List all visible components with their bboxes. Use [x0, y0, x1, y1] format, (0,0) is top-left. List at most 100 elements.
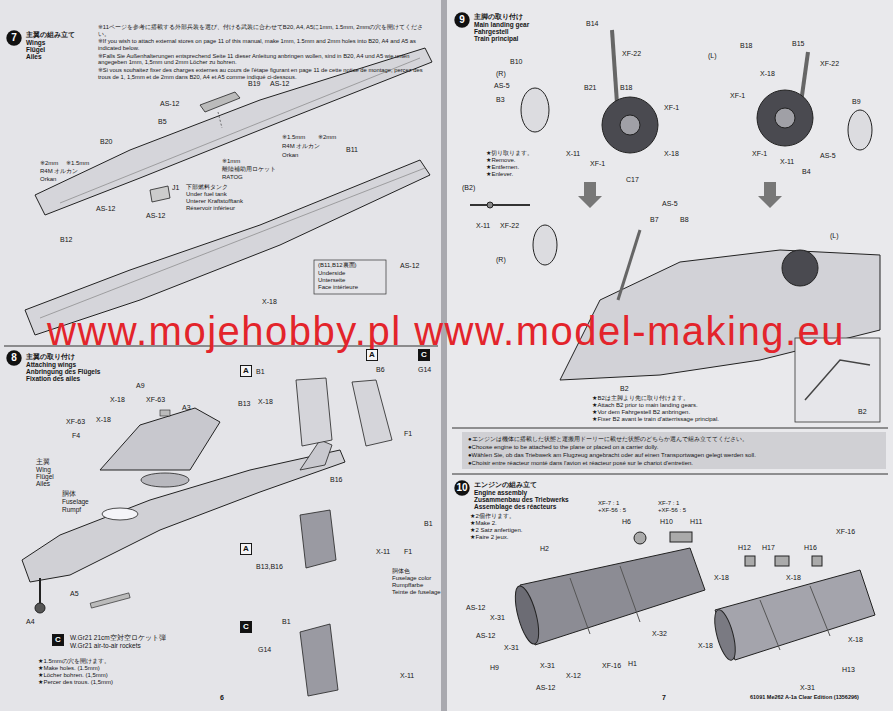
- part-label: B16: [330, 476, 342, 484]
- instruction-note: ●Choisir entre réacteur monté dans l'avi…: [468, 460, 883, 467]
- page-number: 61091 Me262 A-1a Clear Edition (1356296): [750, 694, 859, 700]
- panel-line: [40, 168, 425, 318]
- node-outline: [366, 349, 377, 360]
- instruction-note: ★Faire 2 jeux.: [470, 534, 508, 541]
- nose-gear: [39, 578, 41, 603]
- part-label: F1: [404, 548, 412, 556]
- inset-detail: [805, 360, 870, 400]
- assembly-line: [218, 112, 222, 128]
- instruction-note: ※If you wish to attach external stores o…: [98, 38, 433, 51]
- direction-arrow: [758, 182, 782, 208]
- view-key-letter: A: [243, 545, 249, 553]
- step-divider: [452, 474, 888, 475]
- engine-intake: [511, 584, 544, 647]
- small-part: [812, 556, 822, 566]
- direction-arrow: [578, 182, 602, 208]
- part-label: Flügel: [36, 473, 54, 480]
- page-number: 7: [662, 694, 666, 702]
- engine-body: [715, 570, 875, 660]
- small-part: [670, 532, 692, 542]
- part-label: XF-1: [730, 92, 745, 100]
- part-label: Teinte de fuselage: [392, 589, 441, 596]
- step-heading: Anbringung des Flügels: [26, 368, 100, 375]
- step-number-text: 9: [459, 15, 465, 25]
- small-part: [745, 556, 755, 566]
- node-outline: [6, 350, 21, 365]
- part-label: Unterer Kraftstofftank: [186, 198, 243, 205]
- part-label: H10: [660, 518, 673, 526]
- part-label: XF-16: [602, 662, 621, 670]
- small-part: [160, 410, 170, 416]
- instruction-note: ★2個作ります。: [470, 513, 515, 520]
- instruction-note: ★Attach B2 prior to main landing gears.: [592, 402, 698, 409]
- part-label: XF-7 : 1: [658, 500, 679, 507]
- instruction-note: ★Make 2.: [470, 520, 497, 527]
- instruction-note: ※Si vous souhaitez fixer des charges ext…: [98, 67, 433, 80]
- part-label: R4M オルカン: [40, 168, 78, 175]
- part-label: AS-12: [146, 212, 165, 220]
- part-label: H11: [690, 518, 702, 526]
- part-label: XF-63: [146, 396, 165, 404]
- rudder-part: [300, 510, 336, 568]
- part-label: B1: [424, 520, 433, 528]
- part-label: X-31: [540, 662, 555, 670]
- gear-door: [521, 88, 549, 132]
- node-outline: [418, 349, 429, 360]
- instruction-note: ★Fixer B2 avant le train d'atterrissage …: [592, 416, 719, 423]
- part-label: B18: [740, 42, 752, 50]
- part-label: B4: [802, 168, 811, 176]
- part-label: A4: [26, 618, 35, 626]
- view-key-box: C: [52, 634, 64, 646]
- part-label: (B2): [462, 184, 475, 192]
- engine-ring: [620, 566, 640, 622]
- part-label: XF-22: [500, 222, 519, 230]
- part-label: X-32: [652, 630, 667, 638]
- part-label: X-11: [566, 150, 580, 158]
- part-label: 胴体: [62, 490, 76, 497]
- engine-ring: [760, 600, 780, 650]
- part-b2: [470, 204, 530, 206]
- instruction-note: ●Wählen Sie, ob das Triebwerk am Flugzeu…: [468, 452, 883, 459]
- node-outline: [454, 12, 469, 27]
- step-number: 8: [6, 350, 22, 366]
- view-key-box: A: [240, 543, 252, 555]
- part-label: B5: [158, 118, 167, 126]
- part-label: B6: [376, 366, 385, 374]
- part-label: X-18: [258, 398, 273, 406]
- part-label: X-18: [262, 298, 277, 306]
- watermark: www.mojehobby.pl www.model-making.eu: [47, 311, 845, 351]
- part-label: X-18: [110, 396, 125, 404]
- instruction-note: ★1.5mmの穴を開けます。: [38, 658, 110, 665]
- part-label: B13,B16: [256, 563, 283, 571]
- gear-door: [533, 225, 557, 265]
- part-label: 主翼: [36, 458, 50, 465]
- part-label: H17: [762, 544, 775, 552]
- part-label: AS-12: [536, 684, 555, 692]
- part-label: (L): [708, 52, 717, 60]
- rocket-rack: [90, 593, 130, 608]
- left-page: [0, 0, 442, 711]
- part-label: X-11: [400, 672, 414, 680]
- part-label: X-18: [848, 636, 863, 644]
- part-label: AS-12: [476, 632, 495, 640]
- step-heading: Fixation des ailes: [26, 375, 80, 382]
- part-label: B13: [238, 400, 250, 408]
- node-outline: [6, 30, 21, 45]
- part-label: B10: [510, 58, 522, 66]
- part-label: Rumpffarbe: [392, 582, 423, 589]
- part-label: ※1.5mm: [66, 160, 89, 167]
- part-label: A9: [136, 382, 145, 390]
- instruction-note: ★2 Satz anfertigen.: [470, 527, 522, 534]
- step-heading: Main landing gear: [474, 21, 529, 28]
- instruction-note: ★Make holes. (1.5mm): [38, 665, 100, 672]
- step-heading: Ailes: [26, 53, 42, 60]
- view-key-box: A: [240, 365, 252, 377]
- part-label: Face intérieure: [318, 284, 358, 291]
- part-label: B14: [586, 20, 598, 28]
- part-label: XF-22: [820, 60, 839, 68]
- part-label: (B11,B12裏面): [318, 262, 357, 269]
- part-label: XF-63: [66, 418, 85, 426]
- part-label: X-31: [800, 684, 815, 692]
- part-label: AS-12: [96, 205, 115, 213]
